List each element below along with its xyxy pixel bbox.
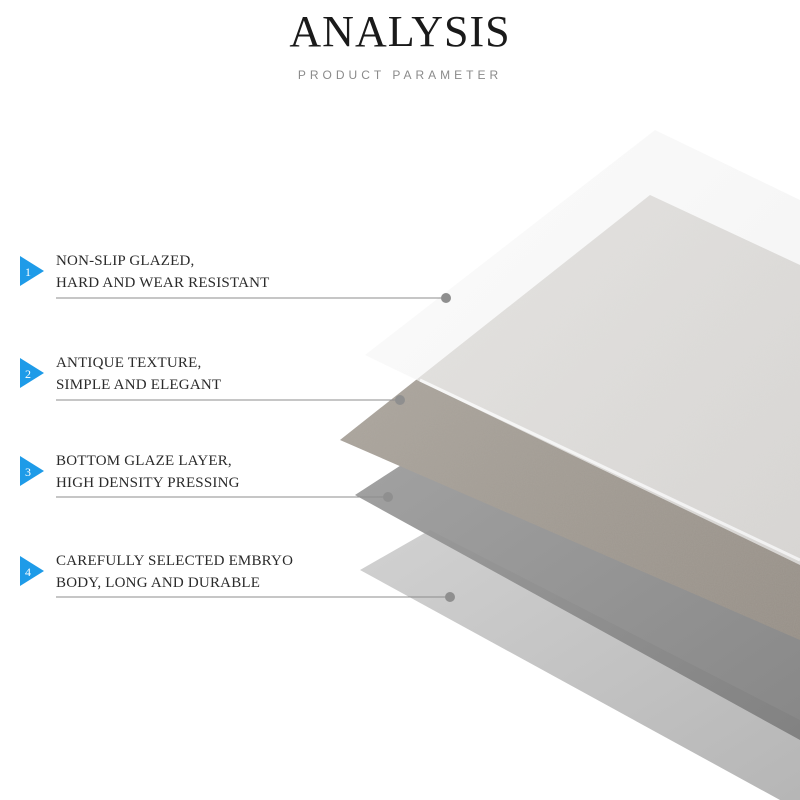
page-subtitle: PRODUCT PARAMETER [297,68,503,82]
feature-2-line2: SIMPLE AND ELEGANT [56,377,222,393]
feature-3-label: BOTTOM GLAZE LAYER, HIGH DENSITY PRESSIN… [56,450,376,494]
feature-4-line2: BODY, LONG AND DURABLE [56,575,261,591]
feature-1-label: NON-SLIP GLAZED, HARD AND WEAR RESISTANT [56,250,376,294]
svg-text:1: 1 [25,265,31,279]
badge-1-icon: 1 [20,256,44,286]
feature-3-line1: BOTTOM GLAZE LAYER, [56,453,232,469]
feature-2-label: ANTIQUE TEXTURE, SIMPLE AND ELEGANT [56,352,376,396]
feature-3-line2: HIGH DENSITY PRESSING [56,475,240,491]
svg-text:3: 3 [25,465,31,479]
svg-text:4: 4 [25,565,31,579]
badge-2-icon: 2 [20,358,44,388]
glaze-layer [365,130,800,565]
feature-2-line1: ANTIQUE TEXTURE, [56,355,202,371]
marker-dot-3 [383,492,393,502]
page-title: ANALYSIS [289,7,511,56]
marker-dot-1 [441,293,451,303]
svg-text:2: 2 [25,367,31,381]
feature-4-line1: CAREFULLY SELECTED EMBRYO [56,553,294,569]
marker-dot-2 [395,395,405,405]
marker-dot-4 [445,592,455,602]
badge-3-icon: 3 [20,456,44,486]
bottom-glaze-layer [355,440,800,740]
body-layer [360,530,800,800]
badge-4-icon: 4 [20,556,44,586]
feature-1-line1: NON-SLIP GLAZED, [56,253,195,269]
feature-4-label: CAREFULLY SELECTED EMBRYO BODY, LONG AND… [56,550,376,594]
feature-1-line2: HARD AND WEAR RESISTANT [56,275,270,291]
